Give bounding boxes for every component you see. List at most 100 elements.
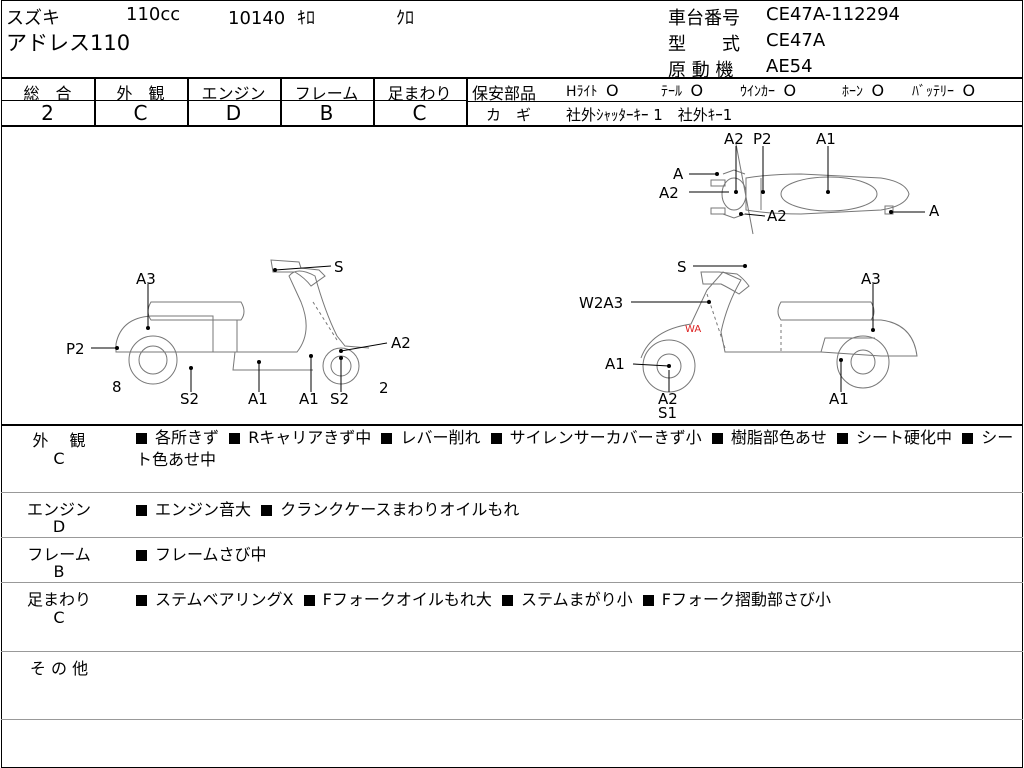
diagram-label: W2A3 bbox=[579, 294, 623, 312]
diagram-label: A1 bbox=[816, 130, 836, 148]
divider bbox=[94, 77, 96, 126]
detail-label: エンジン bbox=[26, 500, 91, 519]
divider bbox=[1, 651, 1023, 652]
safety-title: 保安部品 bbox=[472, 84, 537, 103]
detail-item: シート硬化中 bbox=[856, 428, 953, 447]
mileage-value: 10140 bbox=[228, 8, 286, 29]
diagram-label: A3 bbox=[861, 270, 881, 288]
detail-grade: B bbox=[53, 562, 65, 581]
divider bbox=[1, 77, 1023, 79]
damage-mark: WA bbox=[685, 324, 701, 335]
damage-dot bbox=[715, 172, 719, 176]
displacement: 110cc bbox=[126, 4, 181, 25]
divider bbox=[373, 77, 375, 126]
diagram-label: 8 bbox=[112, 378, 122, 396]
diagram-label: P2 bbox=[66, 340, 85, 358]
type-value: CE47A bbox=[766, 30, 826, 51]
damage-dot bbox=[707, 300, 711, 304]
detail-item: クランクケースまわりオイルもれ bbox=[280, 500, 520, 519]
mileage-unit: ｷﾛ bbox=[297, 8, 315, 29]
detail-item: レバー削れ bbox=[400, 428, 481, 447]
diagram-label: A1 bbox=[248, 390, 268, 408]
detail-grade: C bbox=[53, 449, 65, 468]
damage-dot bbox=[257, 360, 261, 364]
damage-dot bbox=[871, 328, 875, 332]
chassis-value: CE47A-112294 bbox=[766, 4, 900, 25]
divider bbox=[1, 582, 1023, 583]
diagram-label: S bbox=[334, 258, 344, 276]
divider bbox=[1, 492, 1023, 493]
maker: スズキ bbox=[6, 8, 60, 29]
grade-frame-value: B bbox=[319, 101, 334, 125]
detail-item: サイレンサーカバーきず小 bbox=[509, 428, 702, 447]
safety-item-mark: O bbox=[871, 81, 885, 100]
damage-dot bbox=[339, 356, 343, 360]
diagram-label: A1 bbox=[829, 390, 849, 408]
model-name: アドレス110 bbox=[6, 31, 131, 55]
divider bbox=[1, 125, 1023, 127]
diagram-label: 2 bbox=[379, 379, 389, 397]
damage-dot bbox=[273, 268, 277, 272]
diagram-label: A2 bbox=[658, 390, 678, 408]
divider bbox=[187, 77, 189, 126]
detail-items-frame: フレームさび中 bbox=[136, 541, 267, 565]
divider bbox=[1, 100, 467, 101]
detail-label: そ の 他 bbox=[29, 659, 89, 678]
divider bbox=[1, 424, 1023, 426]
diagram-label: A2 bbox=[724, 130, 744, 148]
diagram-label: A2 bbox=[767, 207, 787, 225]
diagram-label: A2 bbox=[391, 334, 411, 352]
safety-battery: ﾊﾞｯﾃﾘｰ O bbox=[912, 81, 975, 101]
damage-dot bbox=[734, 190, 738, 194]
detail-label: フレーム bbox=[27, 545, 91, 564]
damage-dot bbox=[839, 358, 843, 362]
damage-dot bbox=[889, 210, 893, 214]
safety-winker: ｳｲﾝｶｰ O bbox=[740, 81, 796, 101]
diagram-label: P2 bbox=[753, 130, 772, 148]
divider bbox=[466, 101, 1023, 102]
mileage: 10140 ｷﾛ bbox=[228, 4, 315, 30]
detail-item: Rキャリアきず中 bbox=[248, 428, 372, 447]
detail-item: フレームさび中 bbox=[155, 545, 267, 564]
detail-item: Fフォークオイルもれ大 bbox=[322, 590, 492, 609]
damage-dot bbox=[739, 212, 743, 216]
detail-label: 足まわり bbox=[26, 590, 91, 609]
grade-exterior-value: C bbox=[133, 101, 148, 125]
grade-frame-label: フレーム bbox=[294, 84, 359, 103]
color: ｸﾛ bbox=[396, 8, 414, 29]
grade-suspension-label: 足まわり bbox=[387, 84, 452, 103]
grade-overall-label: 総 合 bbox=[23, 84, 72, 103]
top-view-scooter bbox=[710, 143, 910, 235]
safety-item-mark: O bbox=[605, 81, 619, 100]
detail-items-engine: エンジン音大 クランクケースまわりオイルもれ bbox=[136, 496, 519, 520]
key-value: 社外ｼｬｯﾀｰｷｰ 1 社外ｷｰ1 bbox=[566, 106, 733, 124]
chassis-label: 車台番号 bbox=[668, 8, 740, 29]
detail-item: 樹脂部色あせ bbox=[730, 428, 827, 447]
safety-headlight: Hﾗｲﾄ O bbox=[566, 81, 619, 101]
diagram-label: S2 bbox=[330, 390, 349, 408]
safety-item-label: ｳｲﾝｶｰ bbox=[740, 84, 775, 100]
diagram-label: A3 bbox=[136, 270, 156, 288]
detail-grade: C bbox=[53, 608, 65, 627]
safety-item-label: ﾎｰﾝ bbox=[842, 84, 863, 100]
safety-item-mark: O bbox=[690, 81, 704, 100]
damage-diagram: WA bbox=[66, 130, 940, 422]
safety-item-mark: O bbox=[783, 81, 797, 100]
damage-dot bbox=[115, 346, 119, 350]
damage-dot bbox=[189, 366, 193, 370]
detail-items-suspension: ステムベアリングX Fフォークオイルもれ大 ステムまがり小 Fフォーク摺動部さび… bbox=[136, 586, 831, 610]
safety-item-label: Hﾗｲﾄ bbox=[566, 84, 598, 100]
safety-horn: ﾎｰﾝ O bbox=[842, 81, 884, 101]
safety-tail: ﾃｰﾙ O bbox=[661, 81, 703, 101]
detail-items-exterior: 各所きず Rキャリアきず中 レバー削れ サイレンサーカバーきず小 樹脂部色あせ … bbox=[136, 427, 1020, 471]
damage-dot bbox=[339, 349, 343, 353]
safety-item-label: ﾃｰﾙ bbox=[661, 84, 682, 100]
detail-item: シート色あせ中 bbox=[136, 428, 1014, 469]
detail-item: 各所きず bbox=[155, 428, 220, 447]
detail-grade: D bbox=[52, 517, 66, 536]
diagram-label: A2 bbox=[659, 184, 679, 202]
safety-item-mark: O bbox=[962, 81, 976, 100]
engine-label: 原 動 機 bbox=[668, 60, 734, 81]
diagram-label: A bbox=[673, 165, 684, 183]
right-view-scooter bbox=[640, 271, 918, 393]
